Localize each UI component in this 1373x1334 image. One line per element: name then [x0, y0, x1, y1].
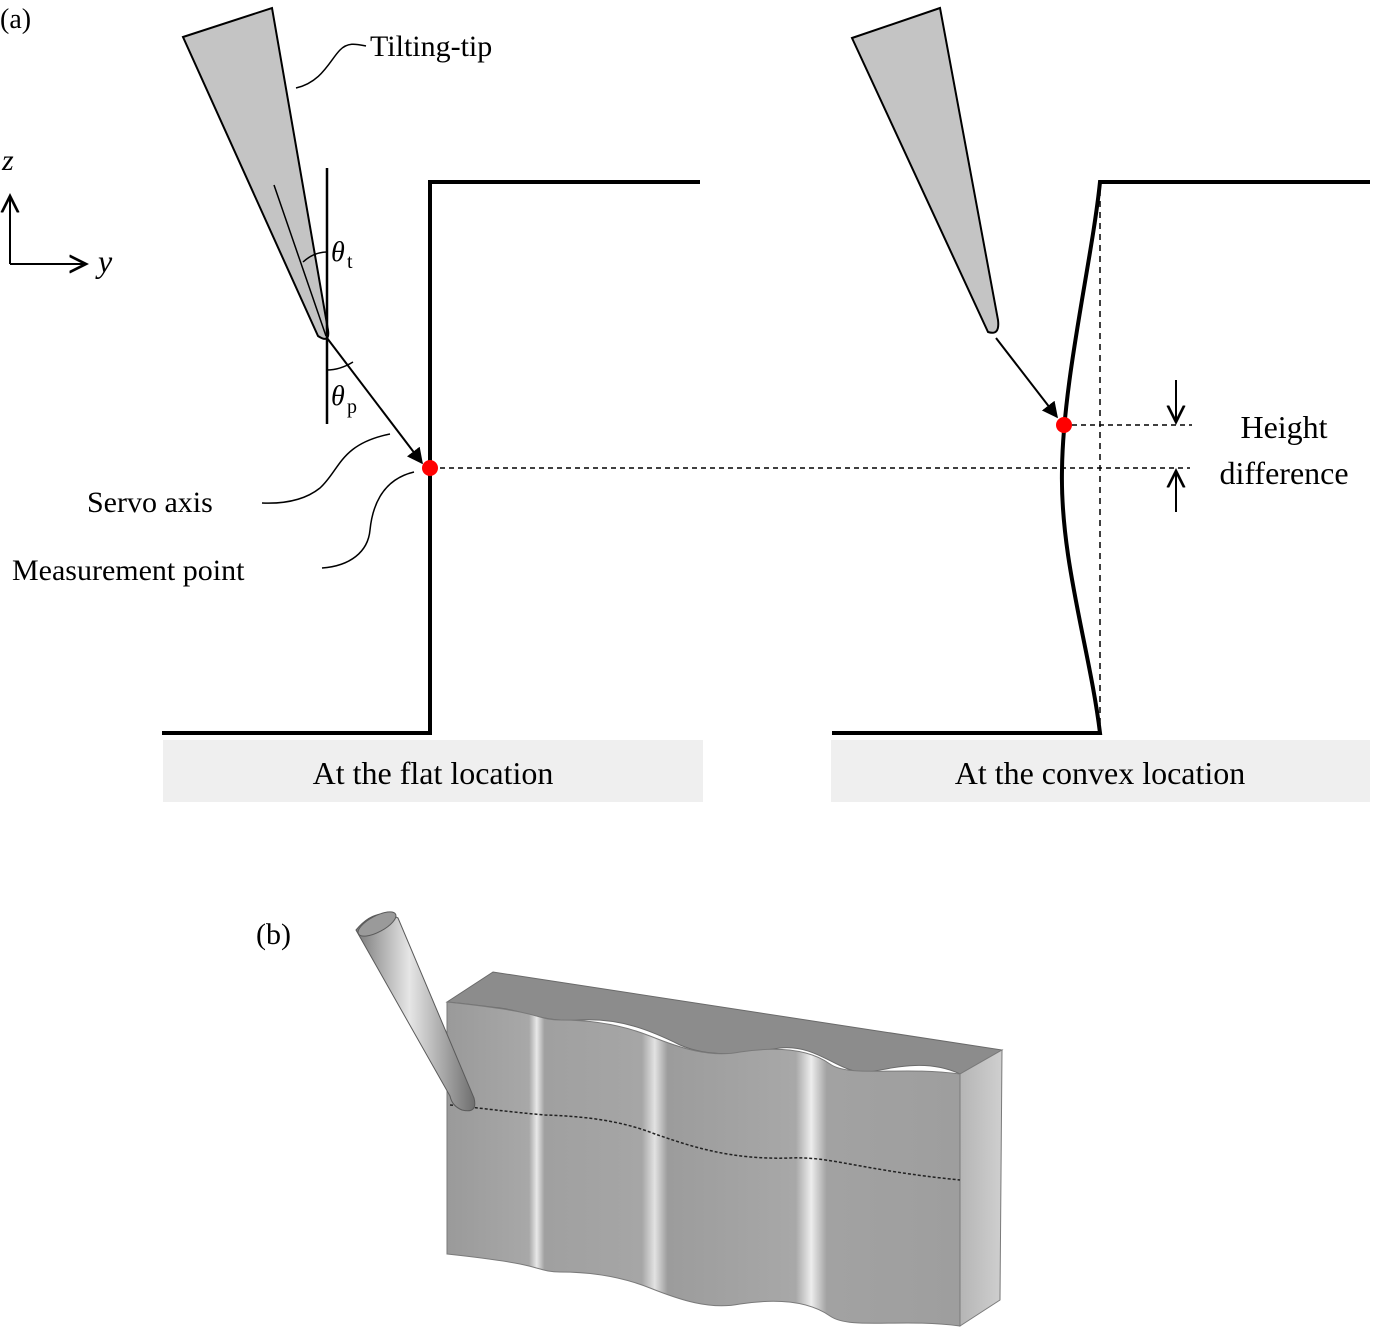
convex-step-profile [832, 180, 1370, 735]
block-side-face [959, 1049, 1003, 1327]
block-front-face [446, 1001, 961, 1327]
servo-axis-arrow [326, 337, 423, 465]
caption-convex: At the convex location [955, 755, 1246, 791]
coordinate-axes: z y [1, 144, 113, 279]
tip-body [181, 6, 330, 340]
servo-axis-label: Servo axis [87, 486, 213, 519]
panel-b-label: (b) [256, 918, 291, 951]
tilting-tip-convex [850, 6, 1000, 334]
measurement-point-convex [1056, 417, 1072, 433]
servo-axis-leader [261, 433, 391, 504]
tilting-tip-label: Tilting-tip [370, 30, 492, 63]
measurement-point-label: Measurement point [12, 554, 245, 587]
measurement-point-flat [422, 460, 438, 476]
tilting-tip-flat: θ t θ p [181, 6, 357, 424]
theta-p-subscript: p [347, 396, 357, 418]
theta-t-symbol: θ [331, 237, 345, 268]
height-difference-label-line1: Height [1240, 409, 1327, 445]
flat-step-profile [162, 180, 700, 735]
height-difference-label-line2: difference [1219, 455, 1348, 491]
tip-axis-line [273, 184, 327, 337]
theta-t-subscript: t [347, 251, 353, 273]
theta-t-arc [302, 251, 328, 263]
panel-a-label: (a) [0, 4, 31, 35]
servo-axis-arrow-convex [995, 337, 1058, 419]
theta-p-arc [326, 361, 354, 371]
y-axis-label: y [95, 243, 113, 279]
tip-body-convex [850, 6, 1000, 334]
measurement-point-leader [321, 471, 415, 569]
3d-block-model [445, 971, 1004, 1327]
z-axis-label: z [1, 144, 14, 177]
caption-bar-convex [831, 740, 1370, 802]
3d-tilting-tip [355, 911, 476, 1112]
3d-tip-top-cap [357, 911, 397, 937]
measurement-trace-line [449, 1104, 961, 1181]
theta-p-symbol: θ [331, 381, 345, 412]
tip-leader-line [295, 43, 367, 89]
caption-flat: At the flat location [313, 755, 554, 791]
caption-bar-flat [163, 740, 703, 802]
